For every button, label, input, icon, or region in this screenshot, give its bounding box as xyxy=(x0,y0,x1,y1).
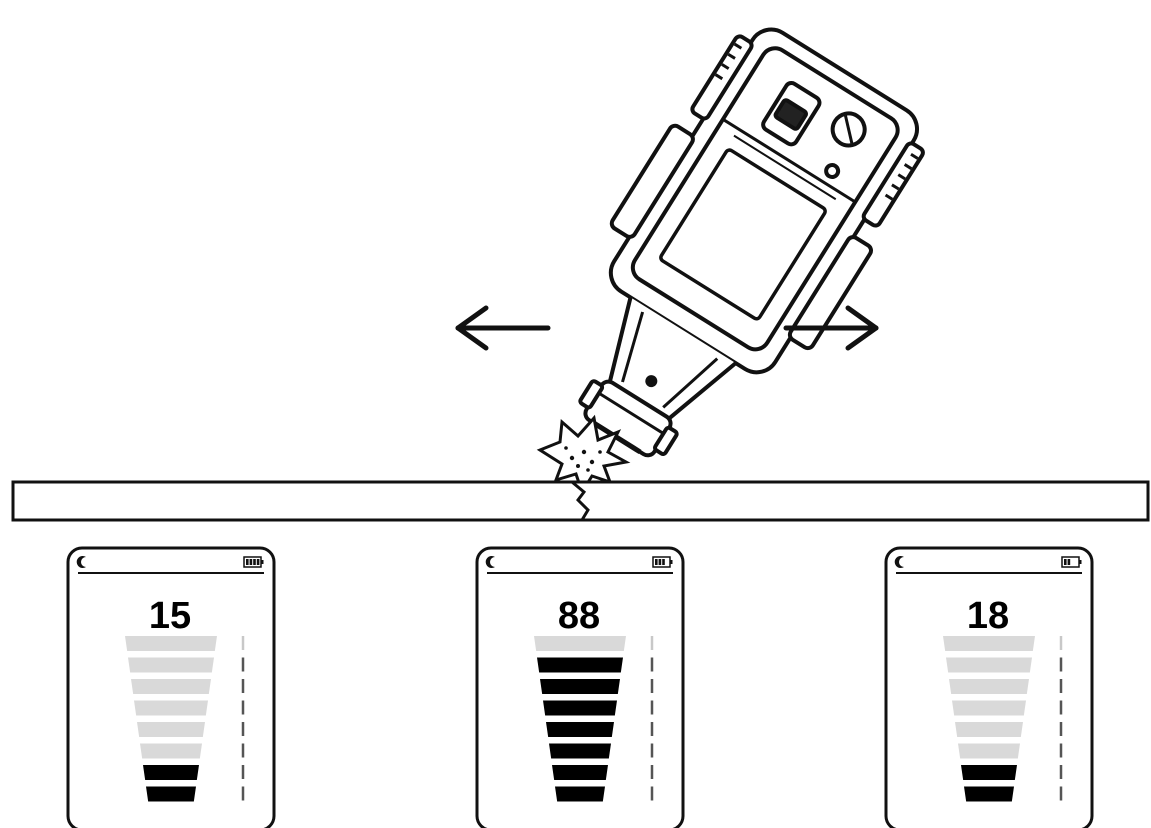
meter-screen-1: 15 xyxy=(66,546,276,828)
moisture-reading: 88 xyxy=(558,595,600,637)
level-bar xyxy=(143,765,199,780)
level-bar xyxy=(949,679,1029,694)
battery-bar xyxy=(256,559,260,565)
level-bar xyxy=(125,636,217,651)
meter-screen-2: 88 xyxy=(475,546,685,828)
battery-bar xyxy=(662,559,665,565)
level-bar xyxy=(140,743,202,759)
level-bar xyxy=(964,786,1014,802)
battery-bar xyxy=(658,559,662,565)
moon-icon xyxy=(485,556,495,568)
level-bar xyxy=(955,722,1023,737)
surface-board xyxy=(11,480,1150,522)
battery-bar xyxy=(253,559,256,565)
moisture-reading: 15 xyxy=(149,595,191,637)
level-bar xyxy=(534,636,626,651)
meter-screens: 15 88 18 xyxy=(66,546,1094,828)
battery-bar xyxy=(1067,559,1071,565)
impact-burst-icon xyxy=(536,414,631,496)
battery-tip xyxy=(1079,560,1082,564)
level-bar xyxy=(146,786,196,802)
moon-icon xyxy=(76,556,86,568)
battery-bar xyxy=(246,559,249,565)
moisture-meter-icon xyxy=(578,27,925,458)
battery-bar xyxy=(655,559,658,565)
level-bar xyxy=(552,765,608,780)
level-bar xyxy=(128,657,214,673)
arrow-right-icon xyxy=(783,305,879,351)
level-bar xyxy=(137,722,205,737)
level-bar xyxy=(540,679,620,694)
battery-bar xyxy=(249,559,253,565)
level-bar xyxy=(555,786,605,802)
level-bar xyxy=(543,700,617,716)
level-bar xyxy=(546,722,614,737)
meter-screen-3: 18 xyxy=(884,546,1094,828)
level-bar xyxy=(961,765,1017,780)
battery-bar xyxy=(1064,559,1067,565)
battery-tip xyxy=(670,560,673,564)
level-bar xyxy=(946,657,1032,673)
level-bar xyxy=(134,700,208,716)
moon-icon xyxy=(894,556,904,568)
level-bar xyxy=(952,700,1026,716)
level-bar xyxy=(549,743,611,759)
battery-tip xyxy=(261,560,264,564)
level-bar xyxy=(537,657,623,673)
moisture-reading: 18 xyxy=(967,595,1009,637)
arrow-left-icon xyxy=(455,305,551,351)
level-bar xyxy=(943,636,1035,651)
level-bar xyxy=(958,743,1020,759)
level-bar xyxy=(131,679,211,694)
